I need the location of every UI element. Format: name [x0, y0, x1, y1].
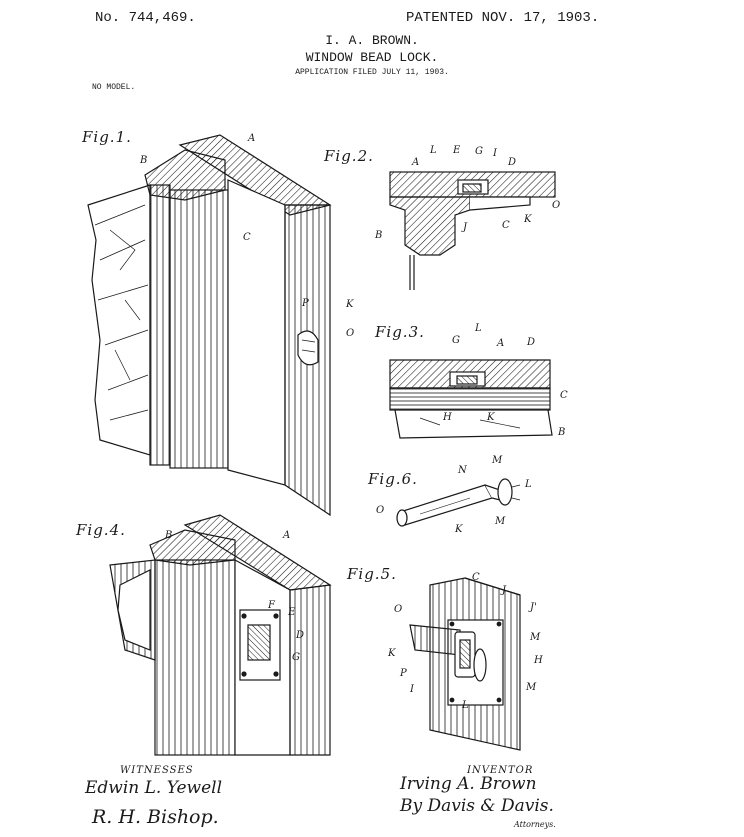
ref-J: J — [502, 585, 507, 596]
ref-O: O — [394, 604, 403, 615]
ref-G: G — [452, 335, 460, 346]
ref-J: J — [463, 222, 468, 233]
ref-K: K — [346, 299, 354, 310]
figure-1-label: Fig.1. — [82, 128, 132, 146]
ref-E: E — [453, 145, 461, 156]
ref-M: M — [492, 455, 503, 466]
ref-O: O — [552, 200, 561, 211]
ref-J-prime: J' — [530, 602, 537, 613]
ref-I: I — [410, 684, 414, 695]
ref-L: L — [475, 323, 482, 334]
ref-F: F — [268, 600, 275, 611]
ref-C: C — [243, 232, 251, 243]
ref-D: D — [527, 337, 536, 348]
ref-H: H — [443, 412, 452, 423]
ref-B: B — [375, 230, 383, 241]
ref-K: K — [455, 524, 463, 535]
figure-4-drawing — [109, 514, 332, 756]
ref-A: A — [248, 133, 256, 144]
ref-M: M — [495, 516, 506, 527]
figure-5-label: Fig.5. — [347, 565, 397, 583]
ref-A: A — [497, 338, 505, 349]
ref-B: B — [140, 155, 148, 166]
ref-K: K — [487, 412, 495, 423]
ref-H: H — [534, 655, 543, 666]
ref-C: C — [502, 220, 510, 231]
figure-3-label: Fig.3. — [375, 323, 425, 341]
figure-4-label: Fig.4. — [76, 521, 126, 539]
ref-O: O — [346, 328, 355, 339]
figure-5-drawing — [409, 577, 521, 751]
patent-title: WINDOW BEAD LOCK. — [305, 50, 439, 65]
figure-6-drawing — [396, 478, 521, 527]
ref-L: L — [525, 479, 532, 490]
figure-6-label: Fig.6. — [368, 470, 418, 488]
ref-C: C — [472, 572, 480, 583]
application-date: APPLICATION FILED JULY 11, 1903. — [295, 68, 449, 77]
ref-L: L — [430, 145, 437, 156]
figure-2-drawing — [389, 171, 556, 290]
figure-2-label: Fig.2. — [324, 147, 374, 165]
ref-N: N — [458, 465, 467, 476]
ref-G: G — [292, 652, 300, 663]
ref-D: D — [296, 630, 305, 641]
attorneys-label: Attorneys. — [514, 820, 556, 829]
attorney-signature: By Davis & Davis. — [400, 796, 554, 816]
ref-E: E — [288, 607, 296, 618]
ref-O: O — [376, 505, 385, 516]
ref-I: I — [493, 148, 497, 159]
ref-G: G — [475, 146, 483, 157]
ref-D: D — [508, 157, 517, 168]
ref-L: L — [462, 700, 469, 711]
patent-date: PATENTED NOV. 17, 1903. — [406, 10, 600, 26]
ref-P: P — [400, 668, 407, 679]
ref-B: B — [558, 427, 566, 438]
ref-P: P — [302, 298, 309, 309]
ref-C: C — [560, 390, 568, 401]
no-model-label: NO MODEL. — [92, 83, 136, 92]
ref-M: M — [526, 682, 537, 693]
patent-number: No. 744,469. — [95, 10, 196, 26]
ref-A: A — [283, 530, 291, 541]
ref-B: B — [165, 530, 173, 541]
ref-M: M — [530, 632, 541, 643]
inventor-signature: Irving A. Brown — [400, 774, 537, 794]
ref-K: K — [524, 214, 532, 225]
inventor-name: I. A. BROWN. — [325, 33, 419, 48]
inventor-heading: INVENTOR — [467, 765, 534, 776]
ref-K: K — [388, 648, 396, 659]
figure-1-drawing — [87, 134, 332, 517]
figure-3-drawing — [389, 359, 553, 439]
witness-signature-2: R. H. Bishop. — [92, 806, 219, 828]
witness-signature-1: Edwin L. Yewell — [85, 778, 223, 798]
ref-A: A — [412, 157, 420, 168]
witnesses-heading: WITNESSES — [120, 765, 194, 776]
